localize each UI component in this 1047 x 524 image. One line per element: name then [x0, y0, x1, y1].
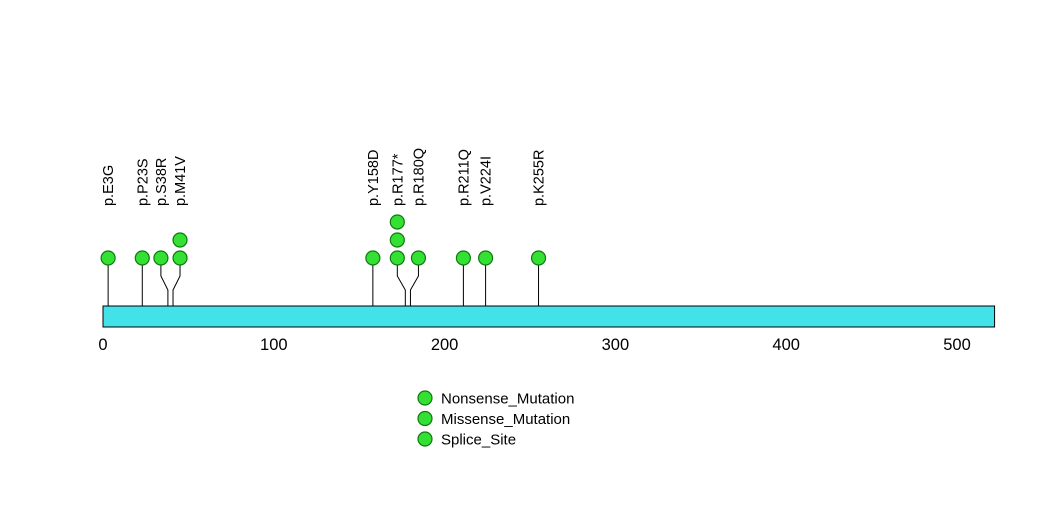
mutation-circle [172, 250, 188, 266]
legend-item-label: Nonsense_Mutation [441, 391, 574, 408]
mutation-circle [134, 250, 150, 266]
mutation-stem [409, 265, 419, 314]
mutation-circle [172, 232, 188, 248]
mutation-circle [530, 250, 547, 266]
mutation-label: p.V224I [479, 156, 495, 206]
mutation-label: p.P23S [135, 158, 151, 206]
legend-item: Nonsense_Mutation [417, 390, 574, 408]
mutation-circle [455, 250, 471, 266]
axis-tick-label: 100 [260, 336, 288, 354]
mutation-circle [389, 214, 405, 230]
mutation-circle [153, 250, 169, 266]
mutation-label: p.K255R [532, 150, 548, 206]
axis-tick-label: 0 [98, 336, 107, 354]
mutation-label: p.S38R [154, 158, 170, 206]
circle-icon [417, 390, 433, 406]
mutation-label: p.R180Q [411, 148, 427, 206]
axis-tick-label: 300 [602, 336, 630, 354]
mutation-stem [160, 265, 169, 314]
legend-item: Missense_Mutation [417, 410, 570, 428]
mutation-stem [396, 265, 406, 314]
legend-item-label: Missense_Mutation [441, 411, 570, 428]
protein-backbone-group [102, 305, 996, 328]
mutation-label: p.R177* [390, 153, 406, 206]
mutation-circle [100, 250, 116, 266]
mutation-circle [389, 232, 405, 248]
x-axis: 0 100 200 300 400 500 [98, 336, 970, 354]
mutation-label: p.R211Q [456, 149, 472, 206]
axis-tick-label: 400 [772, 336, 800, 354]
mutation-circles [100, 214, 547, 266]
legend: Nonsense_MutationMissense_MutationSplice… [417, 390, 574, 449]
axis-tick-label: 500 [943, 336, 971, 354]
mutation-label: p.E3G [101, 165, 117, 206]
legend-item-label: Splice_Site [441, 432, 516, 449]
axis-tick-label: 200 [431, 336, 459, 354]
mutation-label: p.M41V [173, 156, 189, 206]
legend-item: Splice_Site [417, 431, 516, 449]
mutation-stem [172, 265, 181, 314]
mutation-circle [410, 250, 427, 266]
protein-backbone [102, 305, 996, 328]
mutation-circle [389, 250, 405, 266]
circle-icon [417, 410, 433, 427]
mutation-circle [365, 250, 381, 266]
mutation-label: p.Y158D [366, 150, 382, 206]
mutation-circle [477, 250, 494, 266]
circle-icon [417, 431, 433, 447]
